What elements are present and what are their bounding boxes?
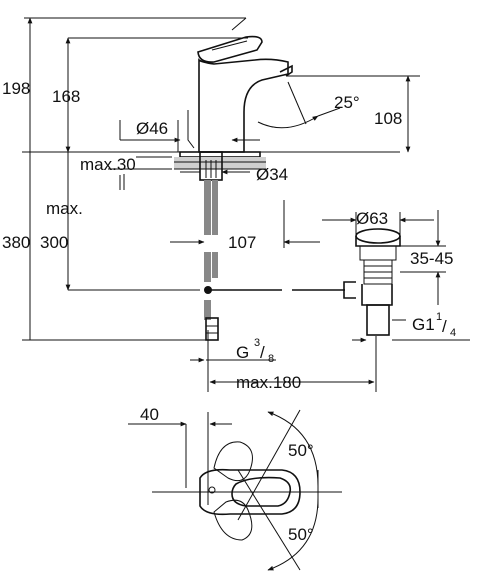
svg-text:G: G (236, 343, 249, 362)
dimension-lines (22, 17, 470, 392)
svg-text:/: / (442, 317, 447, 336)
dim-dia-34: Ø34 (256, 165, 288, 184)
svg-text:8: 8 (268, 353, 274, 365)
dim-40: 40 (140, 405, 159, 424)
dim-swing-top: 50° (288, 441, 314, 460)
svg-text:1: 1 (436, 311, 442, 323)
svg-text:4: 4 (450, 327, 456, 339)
dim-108: 108 (374, 109, 402, 128)
dim-max-word: max. (46, 199, 83, 218)
dim-dia-46: Ø46 (136, 119, 168, 138)
svg-text:/: / (260, 343, 265, 362)
dim-107: 107 (228, 233, 256, 252)
pop-up-rod (187, 110, 195, 149)
faucet-elevation (22, 35, 400, 341)
waste-drain (343, 228, 401, 336)
dim-dia-63: Ø63 (356, 209, 388, 228)
dim-supply-thread: G 3 / 8 (236, 337, 274, 365)
dim-max-180: max.180 (236, 373, 301, 392)
dim-max-30: max.30 (80, 155, 136, 174)
dim-swing-bottom: 50° (288, 525, 314, 544)
faucet-body (198, 58, 289, 153)
plan-view (128, 409, 342, 571)
svg-text:G1: G1 (412, 315, 435, 334)
dim-300: 300 (40, 233, 68, 252)
svg-text:3: 3 (254, 337, 260, 349)
dim-angle-25: 25° (334, 93, 360, 112)
plan-body (199, 468, 301, 516)
dim-waste-thread: G1 1 / 4 (412, 311, 456, 339)
dim-198: 198 (2, 79, 30, 98)
dim-168: 168 (52, 87, 80, 106)
lever-handle (197, 35, 263, 63)
dim-380: 380 (2, 233, 30, 252)
dim-35-45: 35-45 (410, 249, 453, 268)
